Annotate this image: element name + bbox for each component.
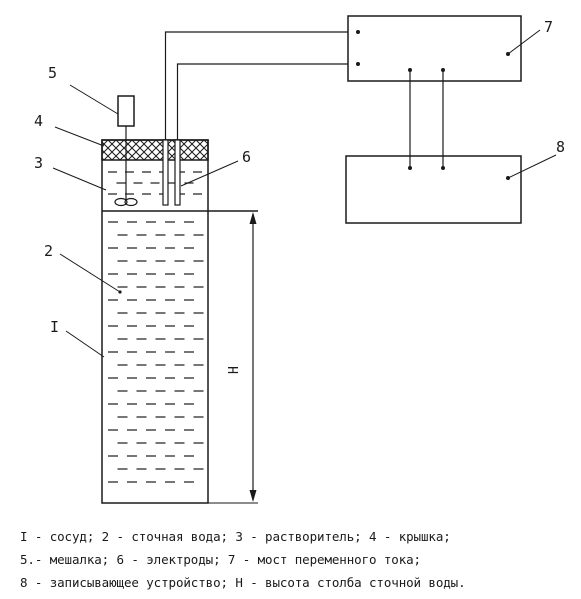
legend: I - сосуд; 2 - сточная вода; 3 - раствор… bbox=[20, 525, 576, 594]
leader-lines bbox=[52, 29, 557, 358]
stirrer-motor bbox=[117, 95, 135, 127]
label-solvent: 3 bbox=[34, 154, 43, 172]
ac-bridge-block bbox=[347, 15, 522, 82]
wastewater-layer bbox=[108, 221, 204, 483]
label-wastewater: 2 bbox=[44, 242, 53, 260]
bridge-recorder-wires bbox=[409, 70, 444, 168]
legend-line-1: I - сосуд; 2 - сточная вода; 3 - раствор… bbox=[20, 529, 451, 544]
vessel bbox=[101, 139, 258, 504]
label-stirrer: 5 bbox=[48, 64, 57, 82]
legend-line-3: 8 - записывающее устройство; Н - высота … bbox=[20, 575, 466, 590]
height-dimension bbox=[249, 212, 257, 502]
label-vessel: I bbox=[50, 318, 59, 336]
recorder-block bbox=[345, 155, 522, 224]
stirrer bbox=[114, 95, 138, 207]
electrode-wires bbox=[164, 31, 348, 140]
label-lid: 4 bbox=[34, 112, 43, 130]
apparatus-diagram: 5 4 3 2 I 6 7 8 Н bbox=[34, 15, 565, 504]
label-recorder: 8 bbox=[556, 138, 565, 156]
lid bbox=[101, 139, 209, 161]
legend-line-2: 5.- мешалка; 6 - электроды; 7 - мост пер… bbox=[20, 552, 421, 567]
label-electrodes: 6 bbox=[242, 148, 251, 166]
label-height: Н bbox=[227, 366, 242, 374]
label-ac-bridge: 7 bbox=[544, 18, 553, 36]
